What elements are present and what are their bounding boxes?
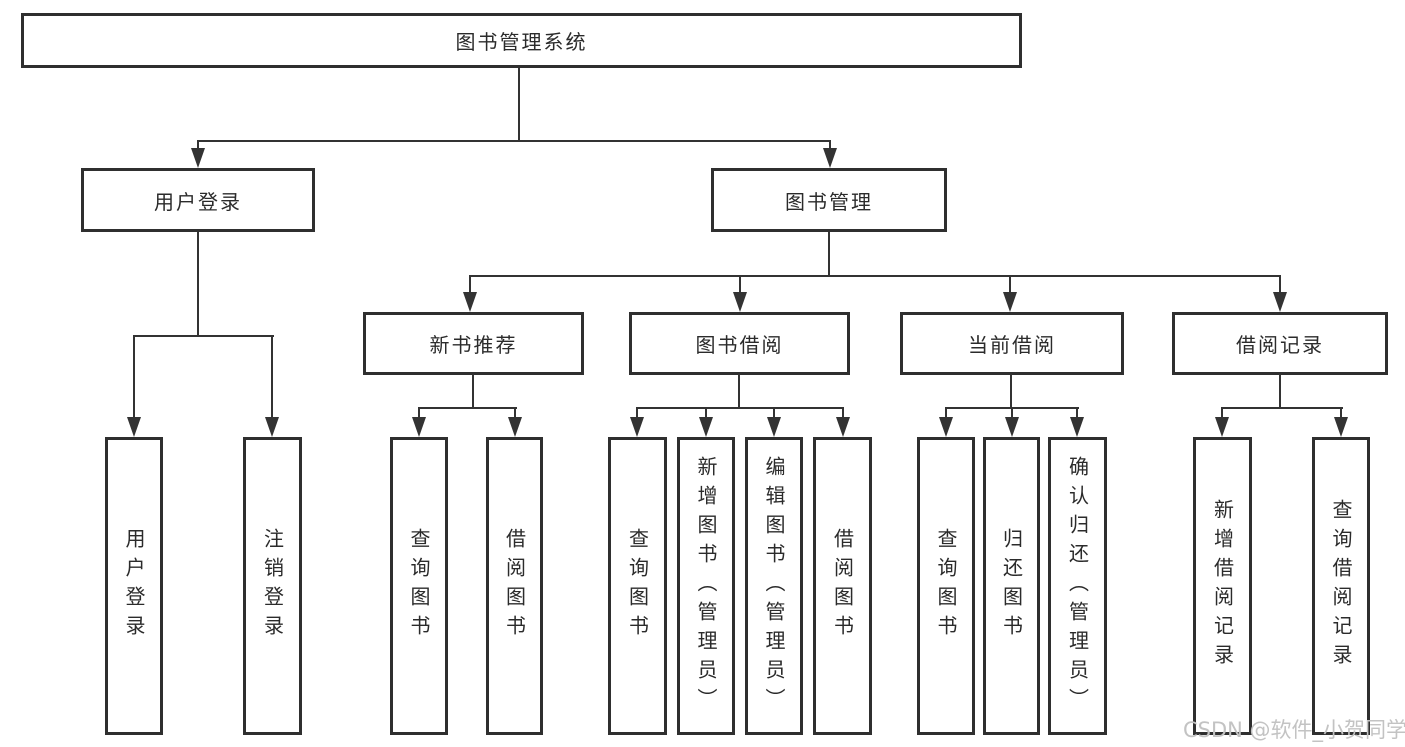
connector-line (739, 275, 741, 293)
leaf-query-books-current: 查询图书 (917, 437, 975, 735)
connector-line (1340, 407, 1342, 419)
leaf-add-book-admin: 新增图书（管理员） (677, 437, 735, 735)
connector-line (1009, 275, 1011, 293)
leaf-add-borrow-record: 新增借阅记录 (1193, 437, 1252, 735)
node-book-management-system: 图书管理系统 (21, 13, 1022, 68)
arrowhead (733, 292, 747, 312)
leaf-return-book: 归还图书 (983, 437, 1040, 735)
connector-line (418, 407, 420, 419)
connector-line (1279, 275, 1281, 293)
connector-line (1221, 407, 1223, 419)
arrowhead (412, 417, 426, 437)
connector-line (1279, 374, 1281, 409)
connector-line (1010, 374, 1012, 409)
arrowhead (1273, 292, 1287, 312)
arrowhead (1003, 292, 1017, 312)
connector-line (133, 335, 135, 419)
arrowhead (1215, 417, 1229, 437)
connector-line (842, 407, 844, 419)
arrowhead (823, 148, 837, 168)
arrowhead (939, 417, 953, 437)
arrowhead (836, 417, 850, 437)
connector-line (271, 335, 273, 419)
connector-line (1011, 407, 1013, 419)
node-current-borrow: 当前借阅 (900, 312, 1124, 375)
connector-line (197, 140, 199, 150)
connector-line (472, 374, 474, 409)
connector-line (773, 407, 775, 419)
connector-line (197, 140, 831, 142)
arrowhead (767, 417, 781, 437)
arrowhead (191, 148, 205, 168)
connector-line (197, 232, 199, 337)
leaf-logout: 注销登录 (243, 437, 302, 735)
arrowhead (127, 417, 141, 437)
arrowhead (463, 292, 477, 312)
connector-line (829, 140, 831, 150)
leaf-user-login: 用户登录 (105, 437, 163, 735)
leaf-borrow-books-recommend: 借阅图书 (486, 437, 543, 735)
connector-line (514, 407, 516, 419)
arrowhead (630, 417, 644, 437)
connector-line (945, 407, 947, 419)
connector-line (705, 407, 707, 419)
node-user-login: 用户登录 (81, 168, 315, 232)
leaf-query-borrow-record: 查询借阅记录 (1312, 437, 1370, 735)
connector-line (636, 407, 638, 419)
connector-line (469, 275, 471, 293)
watermark: CSDN @软件_小贺同学 (1183, 718, 1405, 742)
connector-line (636, 407, 844, 409)
connector-line (738, 374, 740, 409)
arrowhead (1005, 417, 1019, 437)
node-borrow-records: 借阅记录 (1172, 312, 1388, 375)
leaf-confirm-return-admin: 确认归还（管理员） (1048, 437, 1107, 735)
connector-line (418, 407, 517, 409)
arrowhead (508, 417, 522, 437)
connector-line (1076, 407, 1078, 419)
arrowhead (699, 417, 713, 437)
connector-line (828, 232, 830, 277)
node-book-borrow: 图书借阅 (629, 312, 850, 375)
arrowhead (1070, 417, 1084, 437)
node-new-book-recommend: 新书推荐 (363, 312, 584, 375)
node-book-management: 图书管理 (711, 168, 947, 232)
leaf-edit-book-admin: 编辑图书（管理员） (745, 437, 803, 735)
connector-line (518, 68, 520, 141)
arrowhead (1334, 417, 1348, 437)
leaf-borrow-books: 借阅图书 (813, 437, 872, 735)
connector-line (133, 335, 274, 337)
connector-line (469, 275, 1281, 277)
arrowhead (265, 417, 279, 437)
leaf-query-books-recommend: 查询图书 (390, 437, 448, 735)
connector-line (1221, 407, 1343, 409)
leaf-query-books-borrow: 查询图书 (608, 437, 667, 735)
